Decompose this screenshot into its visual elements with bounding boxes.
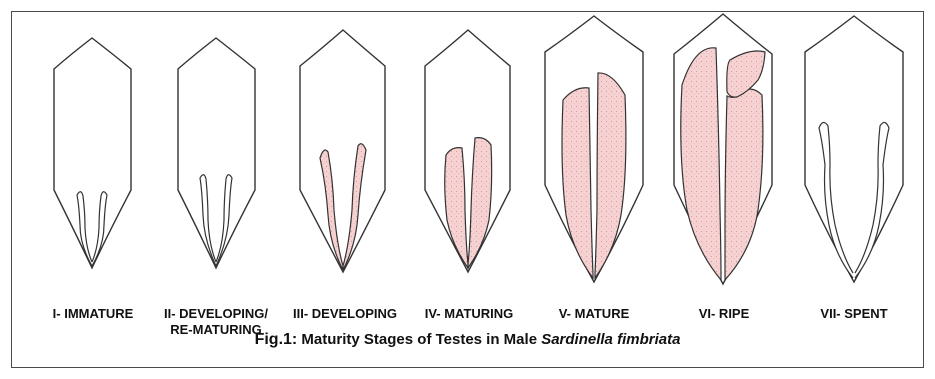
caption-species: Sardinella fimbriata [541, 331, 680, 348]
stage-label-iii: III- DEVELOPING [282, 306, 408, 322]
stage-ii-body [178, 38, 255, 268]
stage-label-i: I- IMMATURE [26, 306, 160, 322]
stage-vii-body [805, 16, 903, 282]
caption-prefix: Fig.1: [255, 331, 298, 348]
stage-vi-body [674, 14, 772, 284]
stage-iv-body [425, 30, 510, 272]
figure-caption: Fig.1: Maturity Stages of Testes in Male… [0, 331, 935, 349]
stage-i-body [54, 38, 131, 268]
stage-label-vii: VII- SPENT [806, 306, 902, 322]
stage-label-v: V- MATURE [542, 306, 646, 322]
stage-v-body [545, 16, 643, 282]
stage-iii-body [300, 30, 385, 272]
stage-label-iv: IV- MATURING [410, 306, 528, 322]
stage-label-vi: VI- RIPE [682, 306, 766, 322]
caption-text: Maturity Stages of Testes in Male [297, 331, 541, 348]
